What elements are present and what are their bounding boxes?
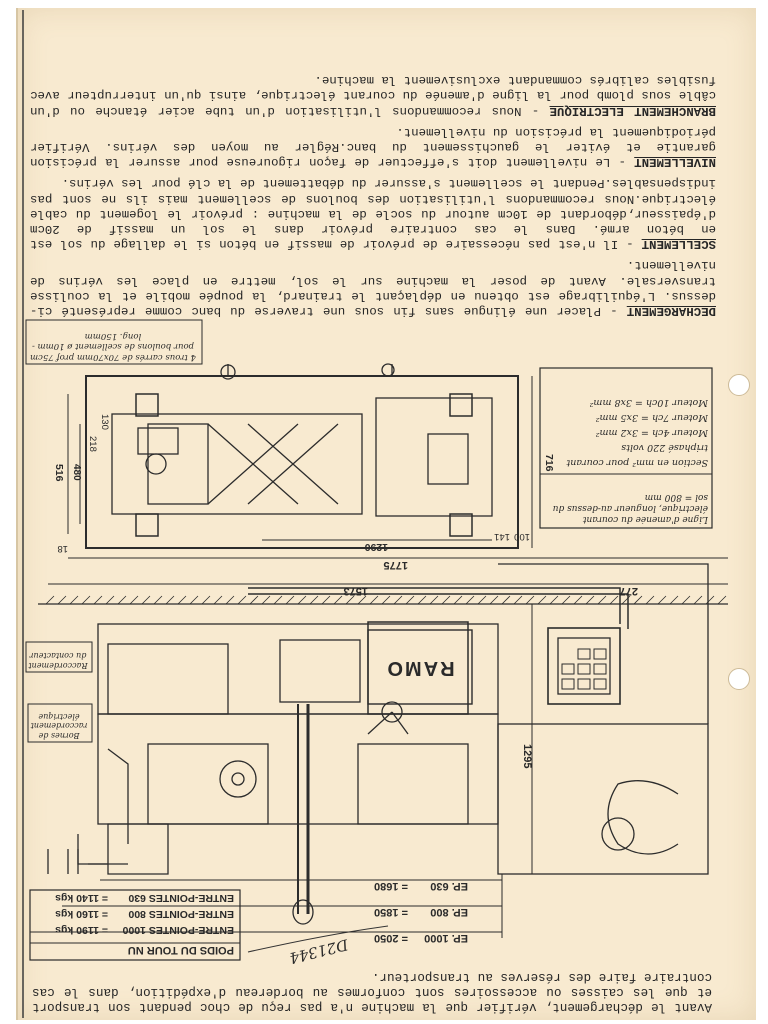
ep-800-value: = 1850 bbox=[374, 906, 408, 918]
punch-hole-top bbox=[728, 374, 750, 396]
bornes-note-text: Bornes de raccordement électrique bbox=[30, 712, 88, 740]
dim-516-label: 516 bbox=[53, 464, 65, 482]
dim-716-label: 716 bbox=[543, 454, 555, 472]
dim-141-label: 141 bbox=[494, 531, 510, 542]
dechargement-text: - Placer une élingue sans fin sous une t… bbox=[30, 258, 716, 318]
lathe-plan-view bbox=[85, 363, 519, 549]
electrical-section-line: Section en mm² pour courant triphasé 220… bbox=[566, 442, 708, 468]
dim-100-label: 100 bbox=[514, 531, 530, 542]
dim-1775-label: 1775 bbox=[384, 559, 408, 571]
weights-row-2-value: = 1160 kgs bbox=[55, 908, 108, 920]
dim-480-label: 480 bbox=[71, 464, 82, 481]
dim-130-label: 130 bbox=[99, 414, 110, 430]
bolts-note-text: 4 trous carrés de 70x70mm prof 75cm pour… bbox=[30, 331, 196, 362]
dim-18-label: 18 bbox=[57, 543, 68, 554]
electrical-line-heading: Ligne d'amenée du courant électrique, lo… bbox=[552, 492, 708, 524]
dim-1290-label: 1290 bbox=[364, 541, 388, 553]
electrical-spec-box: Ligne d'amenée du courant électrique, lo… bbox=[539, 367, 713, 529]
ep-dimensions bbox=[30, 874, 503, 938]
scellement-text: - Il n'est pas nécessaire de prévoir de … bbox=[30, 176, 716, 252]
weights-row-3-label: ENTRE-POINTES 630 bbox=[128, 892, 234, 904]
bornes-note: Bornes de raccordement électrique bbox=[27, 703, 93, 743]
ep-800-label: EP. 800 bbox=[430, 906, 468, 918]
bolts-note: 4 trous carrés de 70x70mm prof 75cm pour… bbox=[25, 319, 203, 365]
ep-630-value: = 1680 bbox=[374, 880, 408, 892]
nivellement-heading: NIVELLEMENT bbox=[634, 155, 716, 170]
moteur-10ch: Moteur 10ch = 3x8 mm² bbox=[589, 397, 708, 408]
lathe-front-elevation bbox=[38, 563, 728, 925]
dim-218-label: 218 bbox=[87, 436, 98, 452]
upside-down-sheet: Avant le déchargement, vérifier que la m… bbox=[25, 73, 728, 1014]
moteur-4ch: Moteur 4ch = 3x2 mm² bbox=[595, 427, 708, 438]
branchement-heading: BRANCHEMENT ELECTRIQUE bbox=[549, 103, 716, 118]
dim-1573-label: 1573 bbox=[344, 585, 368, 597]
ramo-brand-plate: RAMO bbox=[367, 629, 473, 705]
weights-table: POIDS DU TOUR NU ENTRE-POINTES 1000 = 11… bbox=[29, 889, 241, 961]
dim-277-label: 277 bbox=[620, 585, 638, 597]
dimension-1295: 1295 bbox=[521, 604, 533, 874]
floor-hatching bbox=[45, 595, 727, 605]
instructions-text: DECHARGEMENT - Placer une élingue sans f… bbox=[30, 73, 716, 318]
raccordement-note: Raccordement du contacteur bbox=[25, 641, 93, 673]
weights-row-2-label: ENTRE-POINTES 800 bbox=[128, 908, 234, 920]
ep-1000-value: = 2050 bbox=[374, 932, 408, 944]
ramo-logo-text: RAMO bbox=[385, 657, 454, 679]
ep-630-label: EP. 630 bbox=[430, 880, 468, 892]
dechargement-intro: Avant le déchargement, vérifier que la m… bbox=[32, 970, 712, 1014]
scellement-heading: SCELLEMENT bbox=[641, 237, 716, 252]
weights-title: POIDS DU TOUR NU bbox=[128, 944, 234, 956]
nivellement-text: - Le nivellement doit s'effectuer de faç… bbox=[30, 124, 716, 170]
plan-dimensions bbox=[67, 376, 533, 548]
dim-1295-label: 1295 bbox=[521, 744, 533, 768]
handwritten-underline bbox=[247, 925, 389, 953]
ep-1000-label: EP. 1000 bbox=[424, 932, 468, 944]
weights-row-1-value: = 1190 kgs bbox=[55, 924, 108, 936]
weights-row-1-label: ENTRE-POINTES 1000 bbox=[122, 924, 234, 936]
left-margin-line bbox=[22, 10, 24, 1018]
raccordement-note-text: Raccordement du contacteur bbox=[28, 651, 88, 671]
punch-hole-bottom bbox=[728, 668, 750, 690]
weights-row-3-value: = 1140 kgs bbox=[55, 892, 108, 904]
moteur-7ch: Moteur 7ch = 3x5 mm² bbox=[595, 412, 708, 423]
dechargement-heading: DECHARGEMENT bbox=[626, 304, 716, 318]
